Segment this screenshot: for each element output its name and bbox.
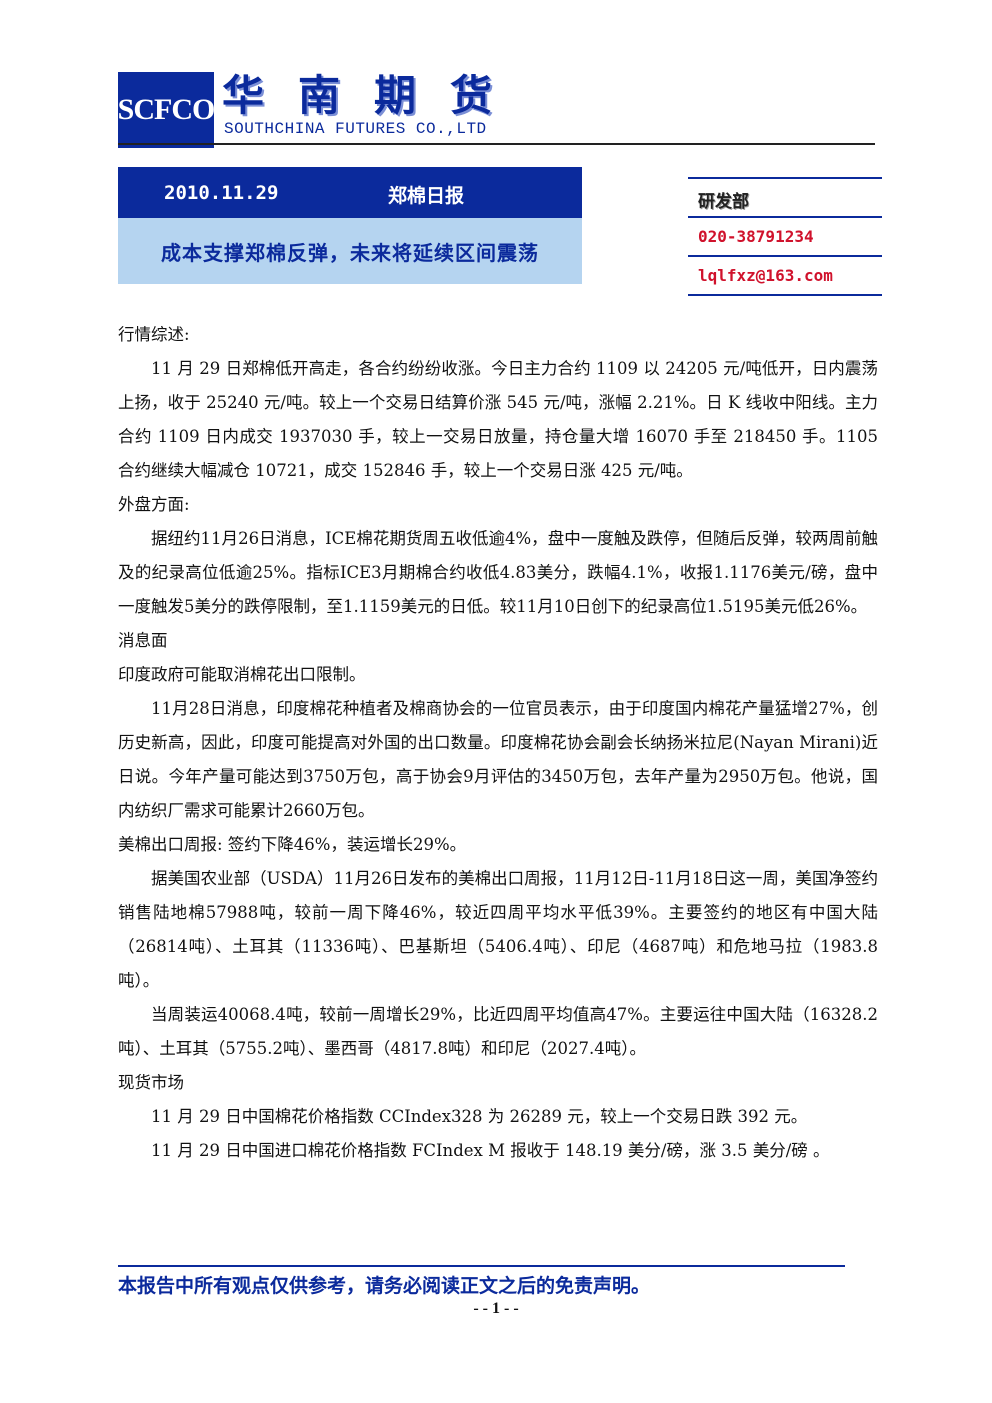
report-title-bar: 2010.11.29 郑棉日报 bbox=[118, 167, 582, 218]
contact-phone: 020-38791234 bbox=[698, 227, 814, 246]
report-date: 2010.11.29 bbox=[164, 182, 279, 204]
section-heading: 印度政府可能取消棉花出口限制。 bbox=[118, 665, 366, 684]
company-logo: SCFCO bbox=[117, 72, 216, 148]
contact-email[interactable]: lqlfxz@163.com bbox=[698, 266, 833, 285]
page-number: - - 1 - - bbox=[473, 1300, 519, 1317]
section-heading: 行情综述: bbox=[118, 325, 190, 344]
logo-text: SCFCO bbox=[117, 93, 216, 126]
paragraph: 据纽约11月26日消息，ICE棉花期货周五收低逾4%，盘中一度触及跌停，但随后反… bbox=[118, 529, 878, 616]
paragraph: 11 月 29 日中国进口棉花价格指数 FCIndex M 报收于 148.19… bbox=[151, 1141, 830, 1160]
header-divider bbox=[118, 143, 875, 145]
disclaimer-text: 本报告中所有观点仅供参考，请务必阅读正文之后的免责声明。 bbox=[118, 1275, 651, 1297]
paragraph: 11 月 29 日郑棉低开高走，各合约纷纷收涨。今日主力合约 1109 以 24… bbox=[118, 359, 878, 480]
report-headline: 成本支撑郑棉反弹，未来将延续区间震荡 bbox=[118, 218, 582, 284]
department-label: 研发部 bbox=[698, 192, 749, 212]
paragraph: 当周装运40068.4吨，较前一周增长29%，比近四周平均值高47%。主要运往中… bbox=[118, 1005, 878, 1058]
section-heading: 消息面 bbox=[118, 631, 168, 650]
contact-box: 研发部 020-38791234 lqlfxz@163.com bbox=[688, 177, 882, 296]
paragraph: 11月28日消息，印度棉花种植者及棉商协会的一位官员表示，由于印度国内棉花产量猛… bbox=[118, 699, 878, 820]
section-heading: 美棉出口周报: 签约下降46%，装运增长29%。 bbox=[118, 835, 467, 854]
section-heading: 外盘方面: bbox=[118, 495, 190, 514]
report-name: 郑棉日报 bbox=[388, 185, 465, 207]
paragraph: 据美国农业部（USDA）11月26日发布的美棉出口周报，11月12日-11月18… bbox=[118, 869, 878, 990]
section-heading: 现货市场 bbox=[118, 1073, 184, 1092]
footer-divider bbox=[118, 1265, 845, 1267]
paragraph: 11 月 29 日中国棉花价格指数 CCIndex328 为 26289 元，较… bbox=[151, 1107, 808, 1126]
brand-name-cn: 华南期货 bbox=[222, 71, 527, 120]
brand-name-en: SOUTHCHINA FUTURES CO.,LTD bbox=[224, 120, 487, 138]
report-body: 行情综述: 11 月 29 日郑棉低开高走，各合约纷纷收涨。今日主力合约 110… bbox=[118, 318, 878, 1168]
